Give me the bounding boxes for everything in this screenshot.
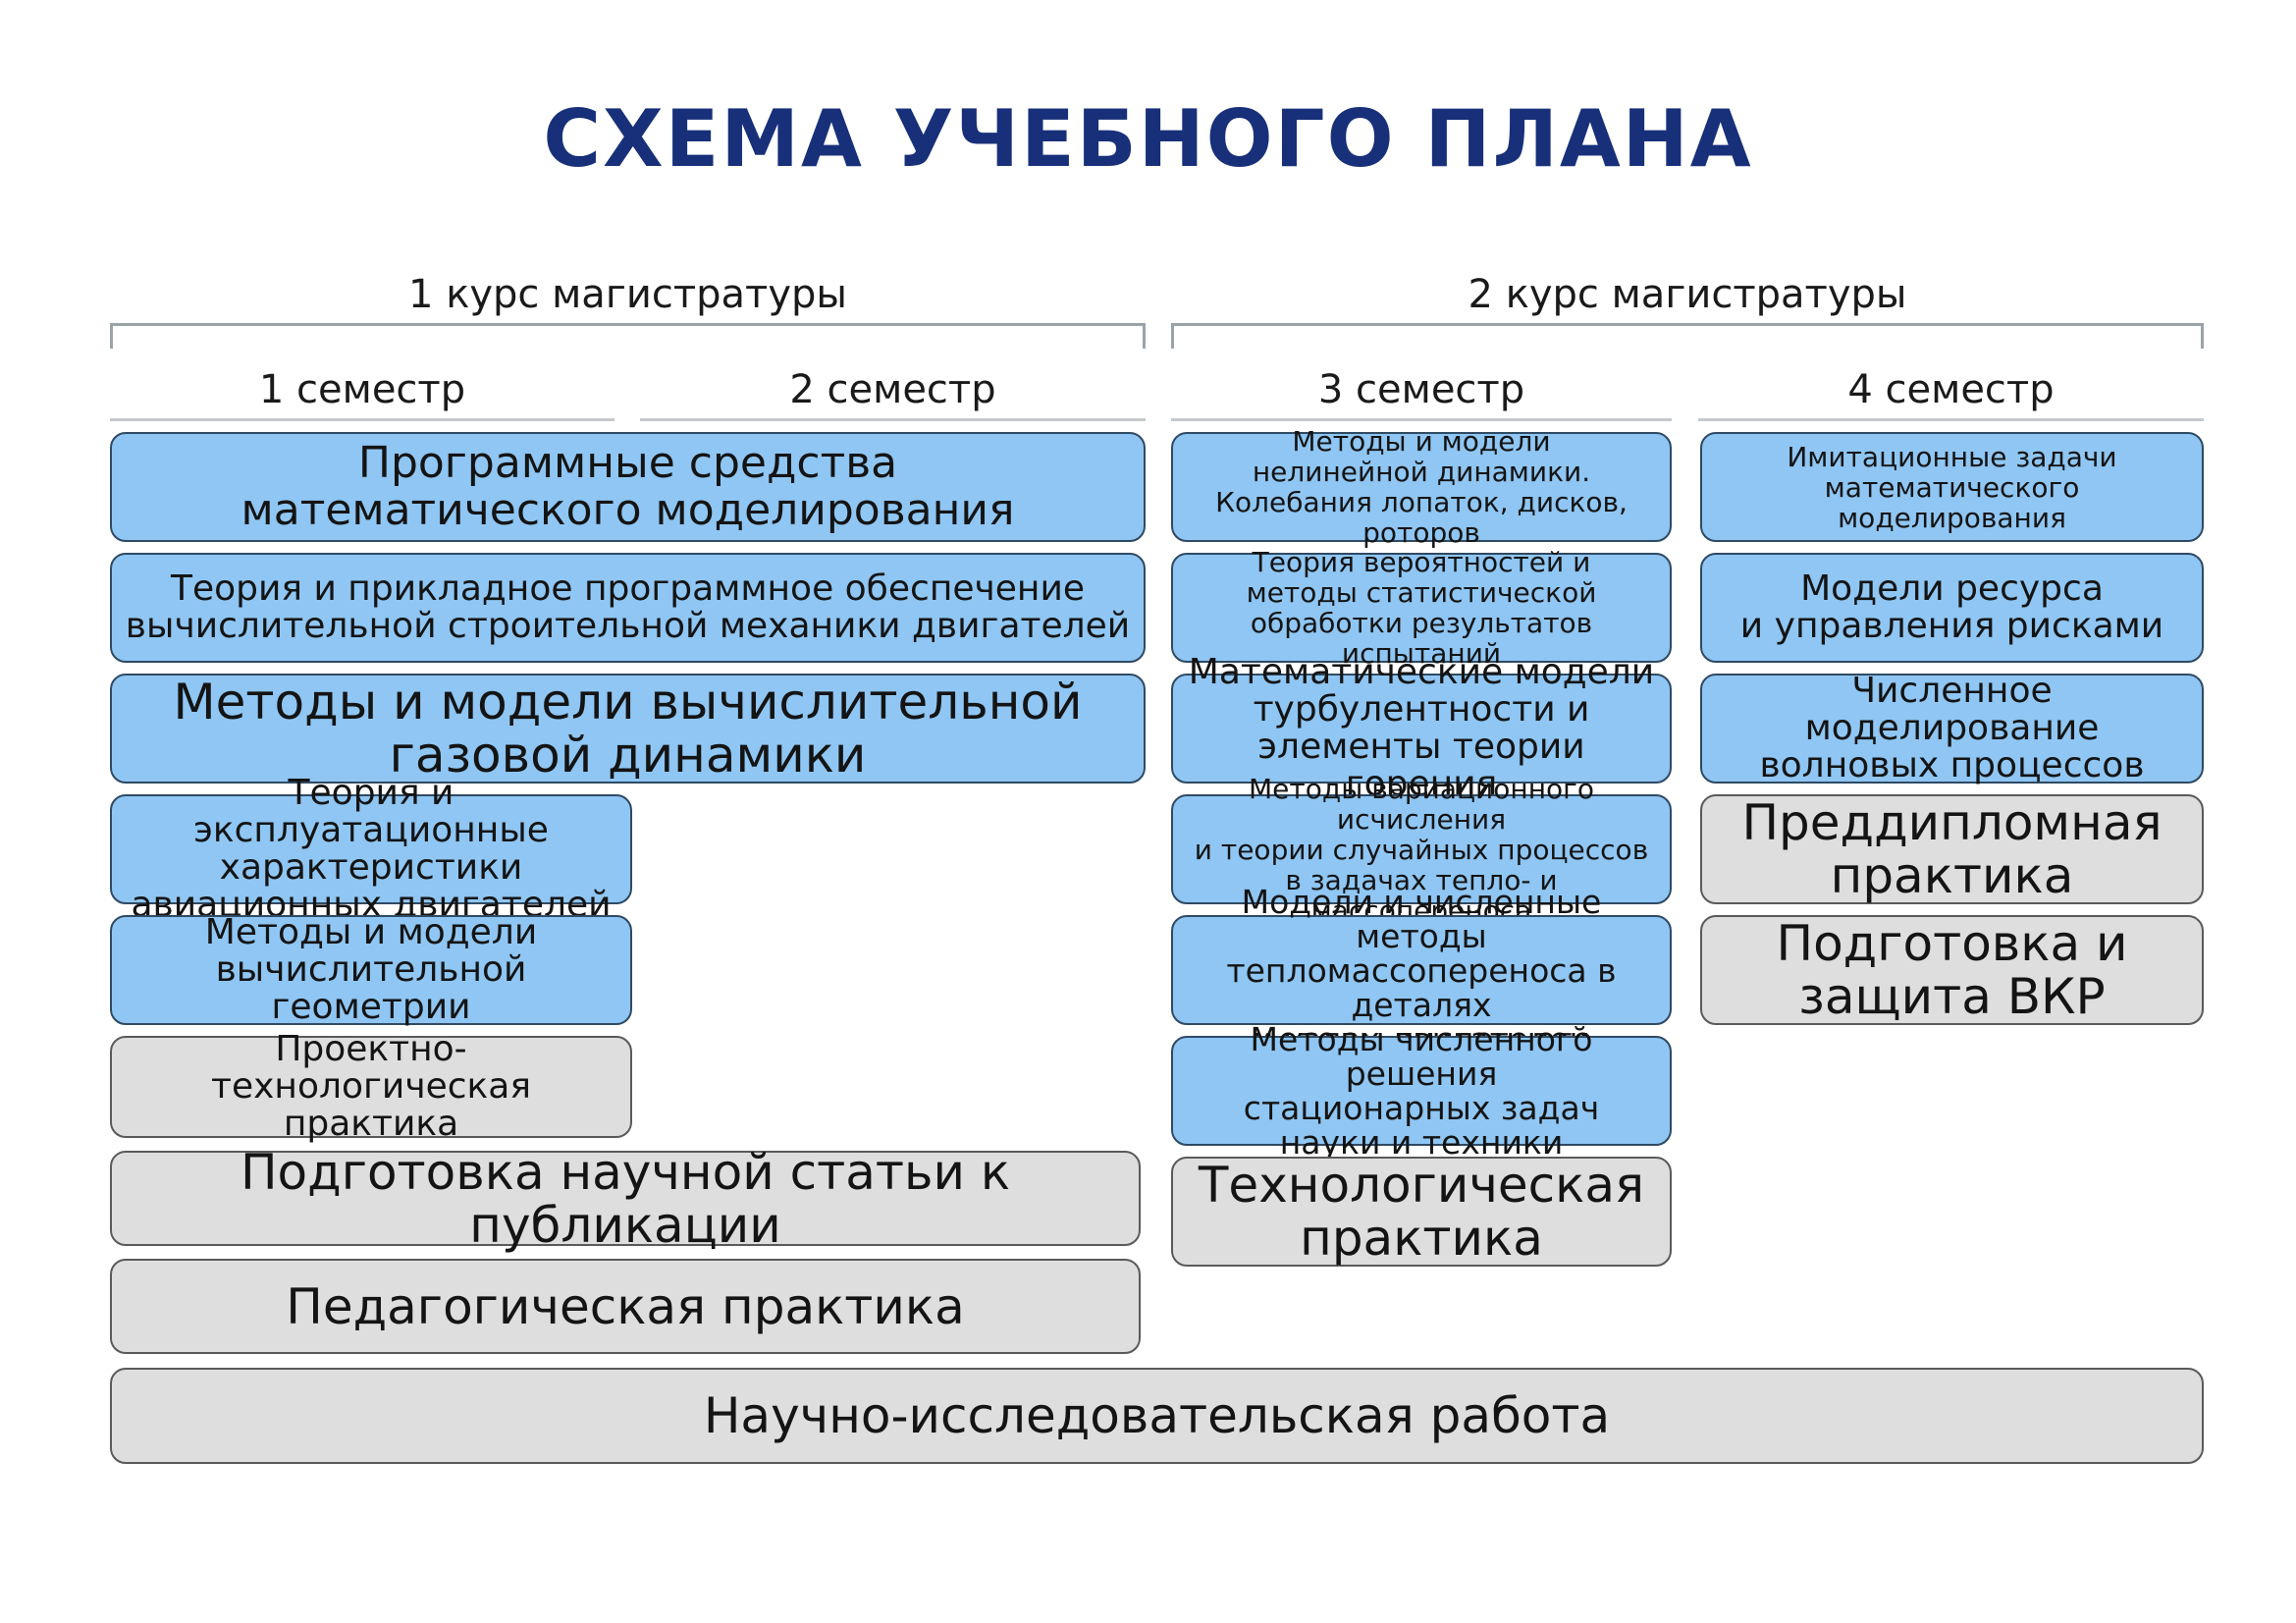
practice-box: Подготовка научной статьи к публикации: [110, 1146, 1141, 1252]
practice-box: Проектно-технологическая практика: [110, 1031, 632, 1143]
page-title: СХЕМА УЧЕБНОГО ПЛАНА: [543, 93, 1753, 185]
discipline-box: Программные средства математического мод…: [110, 432, 1146, 542]
semester-2-label: 2 семестр: [789, 367, 996, 412]
semester-3-label: 3 семестр: [1317, 367, 1525, 412]
course-2-bracket: [1171, 323, 2204, 349]
discipline-box: Численное моделирование волновых процесс…: [1700, 673, 2204, 784]
discipline-box: Математические модели турбулентности и э…: [1171, 654, 1672, 803]
discipline-box: Модели и численные методы тепломассопере…: [1171, 885, 1672, 1056]
practice-box: Технологическая практика: [1171, 1157, 1672, 1267]
semester-4-underline: [1698, 418, 2204, 421]
research-work-box: Научно-исследовательская работа: [110, 1368, 2204, 1464]
discipline-box: Методы и модели вычислительной геометрии: [110, 914, 632, 1026]
course-1-label: 1 курс магистратуры: [408, 272, 847, 317]
practice-box: Подготовка и защита ВКР: [1700, 915, 2204, 1025]
semester-4-label: 4 семестр: [1847, 367, 2055, 412]
discipline-box: Методы вариационного исчисления и теории…: [1171, 774, 1672, 926]
semester-2-underline: [640, 418, 1146, 421]
practice-box: Педагогическая практика: [110, 1259, 1141, 1354]
discipline-box: Модели ресурса и управления рисками: [1700, 553, 2204, 663]
discipline-box: Теория вероятностей и методы статистичес…: [1171, 547, 1672, 669]
discipline-box: Методы и модели нелинейной динамики. Кол…: [1171, 426, 1672, 548]
discipline-box: Методы численного решения стационарных з…: [1171, 1022, 1672, 1160]
semester-1-underline: [110, 418, 614, 421]
discipline-box: Теория и эксплуатационные характеристики…: [110, 775, 632, 924]
discipline-box: Теория и прикладное программное обеспече…: [110, 553, 1146, 663]
course-2-label: 2 курс магистратуры: [1468, 272, 1907, 317]
discipline-box: Имитационные задачи математического моде…: [1700, 432, 2204, 542]
course-1-bracket: [110, 323, 1146, 349]
semester-1-label: 1 семестр: [258, 367, 466, 412]
discipline-box: Методы и модели вычислительной газовой д…: [110, 674, 1146, 784]
semester-3-underline: [1171, 418, 1672, 421]
practice-box: Преддипломная практика: [1700, 794, 2204, 904]
